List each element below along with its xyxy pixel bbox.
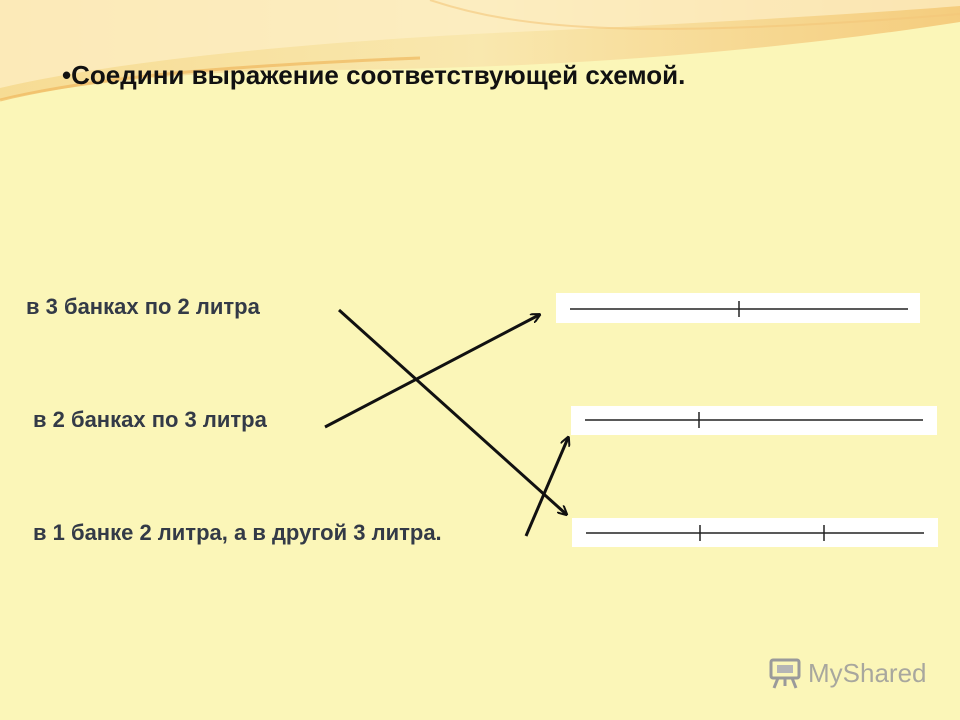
scheme-2-line [585, 412, 923, 428]
scheme-1-line [570, 301, 908, 317]
arrow-expression-3-to-scheme-2 [524, 438, 568, 537]
scheme-3-line [586, 525, 924, 541]
page-title: •Соедини выражение соответствующей схемо… [62, 60, 686, 90]
watermark-text: MyShared [808, 657, 927, 688]
scheme-2[interactable] [571, 406, 937, 435]
arrow-expression-2-to-scheme-1 [324, 315, 539, 429]
scheme-3[interactable] [572, 518, 938, 547]
watermark: MyShared [768, 656, 927, 690]
presentation-board-icon [769, 658, 801, 689]
expression-1[interactable]: в 3 банках по 2 литра [26, 294, 260, 319]
arrow-expression-1-to-scheme-3 [337, 308, 566, 514]
expression-3[interactable]: в 1 банке 2 литра, а в другой 3 литра. [33, 520, 442, 545]
scheme-1[interactable] [556, 293, 920, 323]
expression-2[interactable]: в 2 банках по 3 литра [33, 407, 267, 432]
